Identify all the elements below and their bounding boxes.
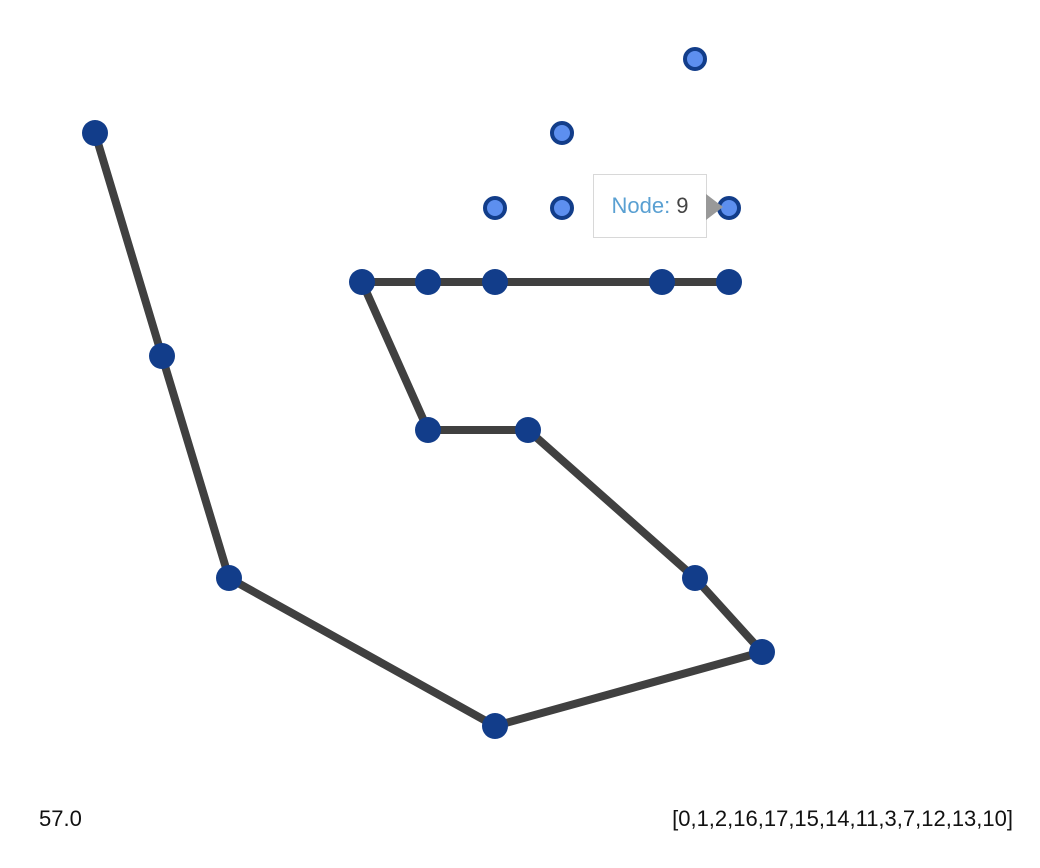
- path-route-list: [0,1,2,16,17,15,14,11,3,7,12,13,10]: [672, 806, 1013, 831]
- graph-svg: [82, 47, 775, 739]
- path-edge-0-1: [91, 129, 166, 360]
- path-node-0[interactable]: [82, 120, 108, 146]
- path-node-3[interactable]: [349, 269, 375, 295]
- graph-node-b[interactable]: [550, 121, 574, 145]
- graph-nodes: [82, 47, 775, 739]
- tooltip-value: 9: [676, 193, 689, 218]
- path-edge-15-14: [524, 426, 699, 582]
- path-node-15[interactable]: [682, 565, 708, 591]
- path-edge-2-16: [225, 574, 499, 730]
- path-node-10[interactable]: [716, 269, 742, 295]
- graph-node-a[interactable]: [683, 47, 707, 71]
- path-node-12[interactable]: [482, 269, 508, 295]
- path-node-11[interactable]: [415, 417, 441, 443]
- node-tooltip: Node: 9: [593, 174, 723, 238]
- path-node-2[interactable]: [216, 565, 242, 591]
- path-edge-17-15: [691, 574, 766, 656]
- path-node-13[interactable]: [649, 269, 675, 295]
- path-edge-11-3: [358, 278, 432, 434]
- graph-node-d[interactable]: [550, 196, 574, 220]
- path-node-1[interactable]: [149, 343, 175, 369]
- tooltip-arrow-icon: [706, 194, 723, 220]
- path-length-score: 57.0: [39, 806, 82, 831]
- path-node-16[interactable]: [482, 713, 508, 739]
- tooltip-label: Node:: [611, 193, 671, 218]
- path-node-17[interactable]: [749, 639, 775, 665]
- path-edge-16-17: [491, 648, 766, 730]
- graph-node-c[interactable]: [483, 196, 507, 220]
- path-node-7[interactable]: [415, 269, 441, 295]
- path-node-14[interactable]: [515, 417, 541, 443]
- path-edge-1-2: [158, 352, 233, 582]
